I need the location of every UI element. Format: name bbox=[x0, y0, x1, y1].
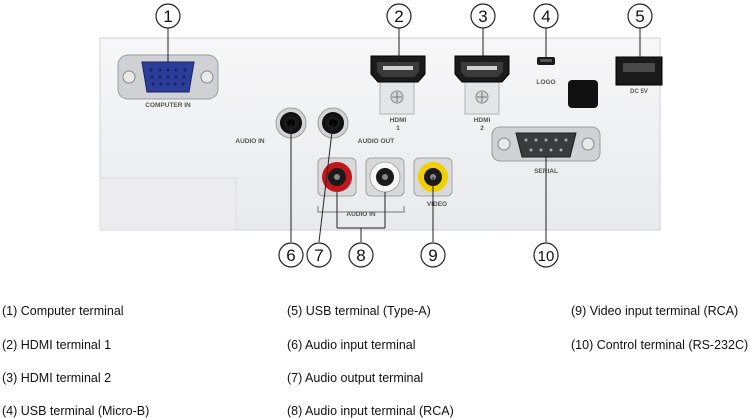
ir-sensor-window bbox=[568, 80, 598, 108]
audio-rca-white bbox=[365, 157, 405, 197]
callout-number: 7 bbox=[314, 246, 323, 265]
callout-2: 2 bbox=[386, 3, 412, 29]
legend-item-6: (6) Audio input terminal bbox=[287, 338, 416, 352]
hdmi-1-port bbox=[370, 55, 426, 115]
callout-number: 2 bbox=[394, 7, 403, 26]
hdmi-2-port bbox=[454, 55, 510, 115]
callout-4: 4 bbox=[533, 3, 559, 29]
serial-port bbox=[491, 126, 601, 162]
callout-6: 6 bbox=[278, 242, 304, 268]
audio-in-rca-label: AUDIO IN bbox=[346, 211, 376, 218]
audio-rca-red bbox=[317, 157, 357, 197]
panel-lower-recess bbox=[99, 177, 237, 231]
callout-leader-lines bbox=[167, 28, 641, 243]
micro-usb-port bbox=[537, 57, 555, 65]
audio-in-label: AUDIO IN bbox=[235, 138, 265, 145]
video-label: VIDEO bbox=[427, 201, 447, 208]
callout-3: 3 bbox=[470, 3, 496, 29]
callout-10: 10 bbox=[533, 242, 559, 268]
legend-item-4: (4) USB terminal (Micro-B) bbox=[2, 404, 150, 418]
logo-label: LOGO bbox=[536, 79, 555, 86]
hdmi-2-label-line1: HDMI bbox=[474, 117, 491, 124]
callout-number: 10 bbox=[538, 248, 555, 265]
callout-number: 6 bbox=[286, 246, 295, 265]
dc5v-label: DC 5V bbox=[630, 89, 648, 95]
callout-number: 9 bbox=[428, 246, 437, 265]
legend-item-7: (7) Audio output terminal bbox=[287, 371, 424, 385]
legend-item-2: (2) HDMI terminal 1 bbox=[2, 338, 112, 352]
legend-item-1: (1) Computer terminal bbox=[2, 304, 124, 318]
callout-number: 4 bbox=[541, 7, 550, 26]
callout-number: 1 bbox=[163, 7, 172, 26]
callout-1: 1 bbox=[155, 3, 181, 29]
callout-number: 5 bbox=[635, 7, 644, 26]
callout-8: 8 bbox=[348, 242, 374, 268]
legend-item-5: (5) USB terminal (Type-A) bbox=[287, 304, 431, 318]
computer-in-label: COMPUTER IN bbox=[145, 102, 191, 109]
usb-type-a-port bbox=[615, 56, 663, 86]
audio-in-rca-bracket bbox=[317, 206, 405, 213]
hdmi-2-label-line2: 2 bbox=[480, 125, 484, 132]
callout-number: 8 bbox=[356, 246, 365, 265]
callout-9: 9 bbox=[420, 242, 446, 268]
hdmi-1-label-line2: 1 bbox=[396, 125, 400, 132]
projector-rear-panel-figure: COMPUTER IN HDMI 1 HDMI 2 LOGO DC 5V A bbox=[99, 3, 663, 268]
computer-in-port bbox=[117, 54, 219, 100]
legend-item-9: (9) Video input terminal (RCA) bbox=[571, 304, 739, 318]
callout-number: 3 bbox=[478, 7, 487, 26]
legend-item-8: (8) Audio input terminal (RCA) bbox=[287, 404, 454, 418]
hdmi-1-label-line1: HDMI bbox=[390, 117, 407, 124]
terminal-legend: (1) Computer terminal (2) HDMI terminal … bbox=[0, 296, 750, 418]
callout-5: 5 bbox=[627, 3, 653, 29]
legend-item-3: (3) HDMI terminal 2 bbox=[2, 371, 112, 385]
legend-item-10: (10) Control terminal (RS-232C) bbox=[571, 338, 749, 352]
audio-out-label: AUDIO OUT bbox=[358, 138, 395, 145]
callout-7: 7 bbox=[306, 242, 332, 268]
